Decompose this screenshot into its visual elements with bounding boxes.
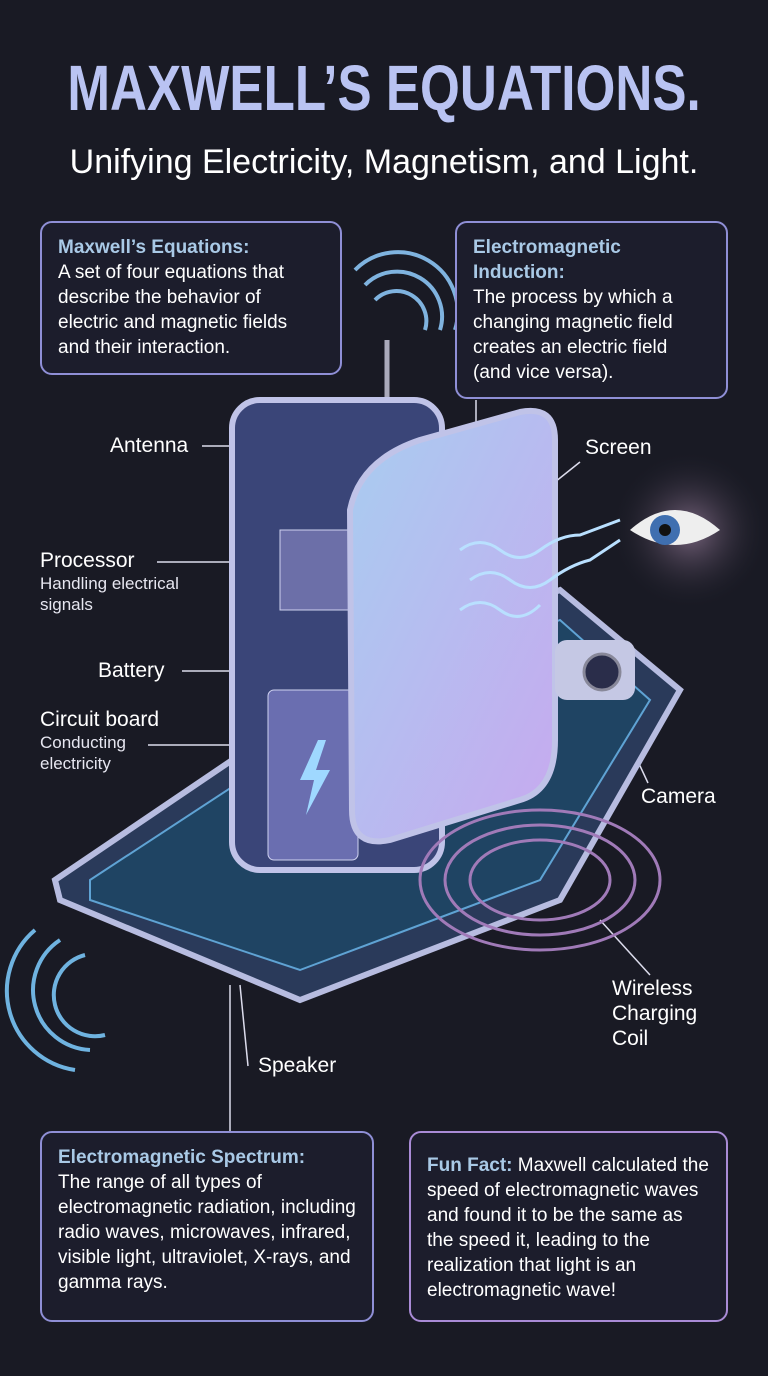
label-screen: Screen — [585, 436, 652, 459]
label-title: Circuit board — [40, 708, 160, 731]
light-waves — [459, 518, 621, 618]
label-title: Processor — [40, 549, 135, 572]
label-sub: Handling electrical signals — [40, 574, 179, 614]
card-fun-fact: Fun Fact: Maxwell calculated the speed o… — [409, 1131, 728, 1322]
lightning-icon — [300, 740, 330, 815]
card-heading: Electromagnetic Spectrum: — [58, 1147, 306, 1168]
card-body: A set of four equations that describe th… — [58, 262, 288, 358]
camera-lens-icon — [582, 652, 622, 692]
label-camera: Camera — [641, 785, 716, 808]
antenna-waves-icon — [353, 250, 460, 331]
label-battery: Battery — [98, 659, 165, 682]
page-subtitle: Unifying Electricity, Magnetism, and Lig… — [69, 143, 699, 181]
card-body: The process by which a changing magnetic… — [473, 287, 673, 383]
card-electromagnetic-induction: Electromagnetic Induction: The process b… — [455, 221, 728, 399]
page-title: MAXWELL’S EQUATIONS. — [67, 52, 701, 124]
card-heading: Electromagnetic Induction: — [473, 237, 621, 283]
label-wireless-charging-coil: Wireless Charging Coil — [612, 977, 698, 1050]
card-heading: Fun Fact: — [427, 1155, 513, 1176]
label-antenna: Antenna — [110, 434, 189, 457]
card-maxwells-equations: Maxwell’s Equations: A set of four equat… — [40, 221, 342, 375]
card-electromagnetic-spectrum: Electromagnetic Spectrum: The range of a… — [40, 1131, 374, 1322]
speaker-waves-icon — [4, 928, 106, 1072]
label-sub: Conducting electricity — [40, 733, 127, 773]
label-speaker: Speaker — [258, 1054, 337, 1077]
card-body: Maxwell calculated the speed of electrom… — [427, 1155, 709, 1301]
card-body: The range of all types of electromagneti… — [58, 1172, 356, 1293]
card-heading: Maxwell’s Equations: — [58, 237, 250, 258]
phone-screen — [346, 407, 558, 845]
charging-coil — [418, 808, 662, 952]
